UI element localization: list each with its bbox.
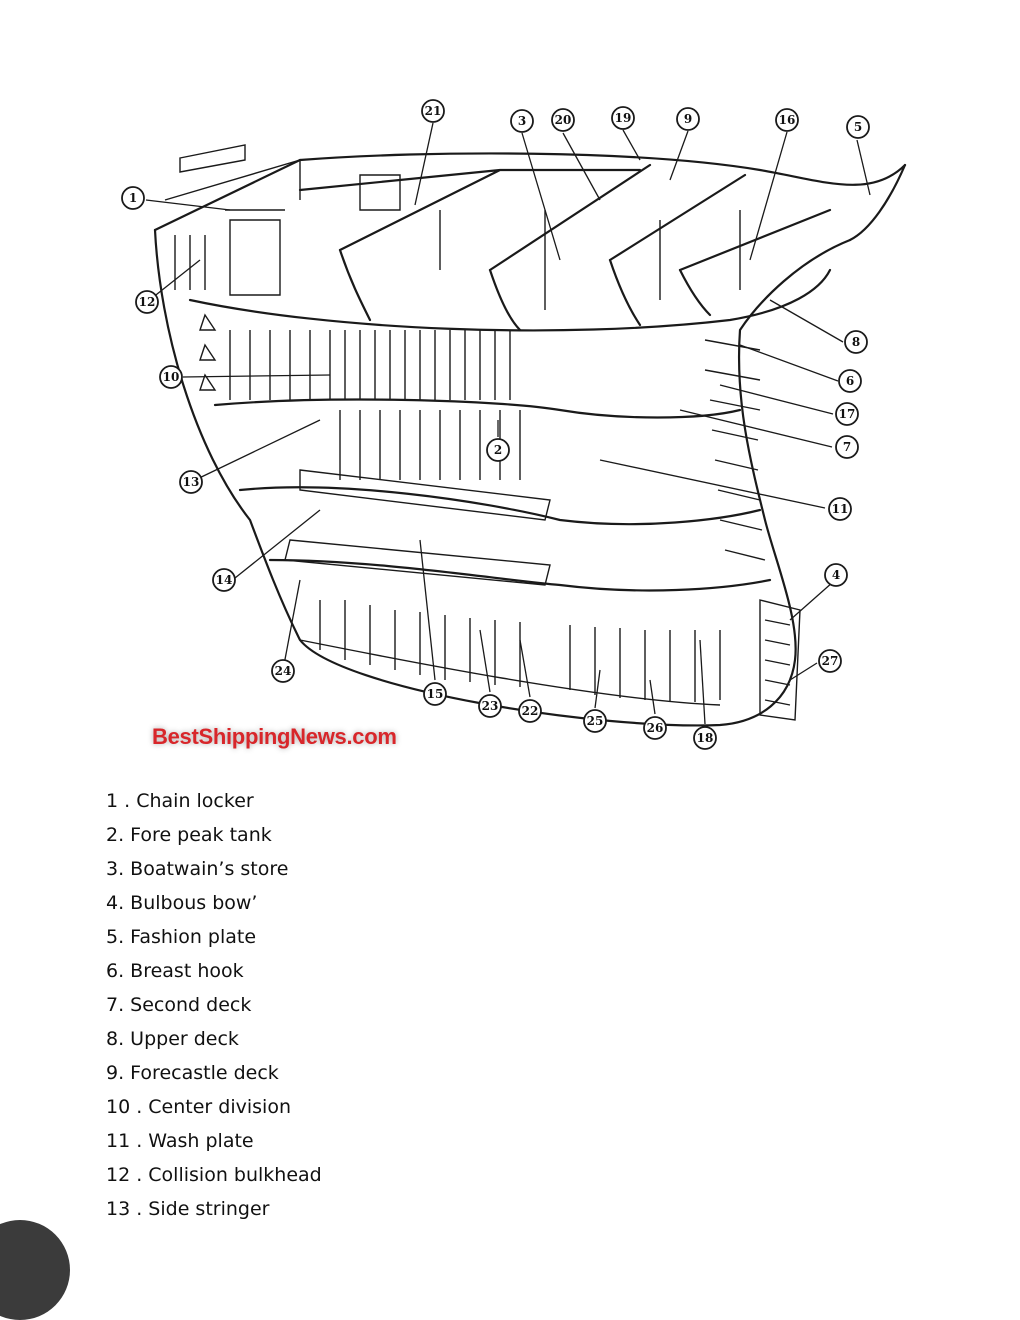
svg-text:18: 18 [697,731,714,745]
svg-text:7: 7 [843,440,851,454]
svg-text:17: 17 [839,407,856,421]
callout-12: 12 [135,290,159,314]
callout-22: 22 [518,699,542,723]
ship-bow-structure-diagram: 1 2 3 4 5 6 7 8 9 10 11 12 13 14 15 16 1… [121,99,907,750]
callout-26: 26 [643,716,667,740]
legend-item: 8. Upper deck [106,1028,239,1050]
svg-text:23: 23 [482,699,499,713]
svg-text:4: 4 [832,568,840,582]
svg-text:6: 6 [846,374,854,388]
callout-10: 10 [159,365,183,389]
svg-text:5: 5 [854,120,862,134]
legend-item: 5. Fashion plate [106,926,257,948]
svg-text:8: 8 [852,335,860,349]
svg-text:20: 20 [555,113,572,127]
hull-outline [153,152,907,727]
legend-item: 13 . Side stringer [106,1198,270,1220]
svg-text:3: 3 [518,114,526,128]
callout-20: 20 [551,108,575,132]
legend-item: 11 . Wash plate [106,1130,254,1152]
callout-24: 24 [271,659,295,683]
svg-text:9: 9 [684,112,692,126]
callout-3: 3 [510,109,534,133]
callout-2: 2 [486,438,510,462]
legend-item: 7. Second deck [106,994,252,1016]
svg-text:2: 2 [494,443,502,457]
stiffeners [174,210,741,480]
svg-text:12: 12 [139,295,156,309]
callout-18: 18 [693,726,717,750]
callout-16: 16 [775,108,799,132]
svg-text:25: 25 [587,714,604,728]
svg-text:13: 13 [183,475,200,489]
callout-13: 13 [179,470,203,494]
breast-hooks [199,313,766,561]
bulbous-bow [759,599,801,721]
deck-frames [179,144,832,332]
legend-list: 1 . Chain locker 2. Fore peak tank 3. Bo… [106,788,322,1230]
callout-7: 7 [835,435,859,459]
svg-text:11: 11 [832,502,849,516]
legend-item: 10 . Center division [106,1096,291,1118]
svg-text:27: 27 [822,654,839,668]
svg-text:14: 14 [216,573,233,587]
callout-leaders [145,122,871,725]
legend-item: 3. Boatwain’s store [106,858,289,880]
callout-21: 21 [421,99,445,123]
svg-text:24: 24 [275,664,292,678]
callout-15: 15 [423,682,447,706]
callout-14: 14 [212,568,236,592]
svg-text:10: 10 [163,370,180,384]
callout-25: 25 [583,709,607,733]
legend-item: 9. Forecastle deck [106,1062,279,1084]
callout-5: 5 [846,115,870,139]
svg-text:22: 22 [522,704,539,718]
legend-item: 4. Bulbous bow’ [106,892,258,914]
legend-item: 2. Fore peak tank [106,824,272,846]
callout-17: 17 [835,402,859,426]
svg-text:16: 16 [779,113,796,127]
legend-item: 6. Breast hook [106,960,244,982]
bottom-floors [299,600,721,706]
svg-text:19: 19 [615,111,632,125]
callout-6: 6 [838,369,862,393]
callout-1: 1 [121,186,145,210]
svg-text:1: 1 [129,191,137,205]
corner-overlay-button[interactable] [0,1220,70,1320]
svg-text:21: 21 [425,104,442,118]
callout-4: 4 [824,563,848,587]
callout-23: 23 [478,694,502,718]
legend-item: 12 . Collision bulkhead [106,1164,322,1186]
callout-27: 27 [818,649,842,673]
callout-11: 11 [828,497,852,521]
decks [213,398,772,592]
callout-19: 19 [611,106,635,130]
watermark-text: BestShippingNews.com [152,724,397,749]
callout-9: 9 [676,107,700,131]
legend-item: 1 . Chain locker [106,790,254,812]
svg-text:15: 15 [427,687,444,701]
callout-8: 8 [844,330,868,354]
svg-text:26: 26 [647,721,664,735]
